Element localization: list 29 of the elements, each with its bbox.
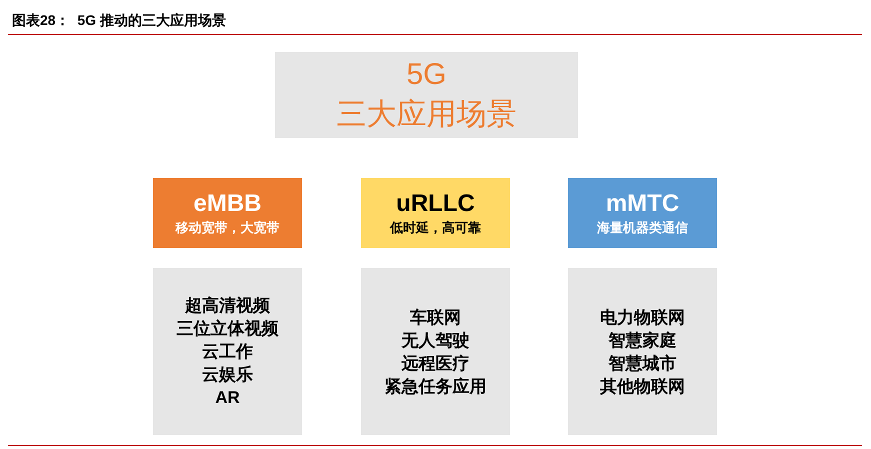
title-box (275, 52, 578, 138)
list-item: 紧急任务应用 (384, 376, 486, 398)
heading-text: mMTC (606, 189, 680, 219)
list-item: 电力物联网 (600, 306, 685, 328)
list-item: 三位立体视频 (176, 318, 278, 340)
subheading-text: 低时延，高可靠 (390, 219, 481, 237)
category-header-box (568, 178, 717, 248)
list-item: 云工作 (202, 341, 253, 363)
list-item: 远程医疗 (402, 352, 470, 374)
list-item: 超高清视频 (185, 295, 270, 317)
list-item: AR (215, 387, 240, 409)
subheading-text: 三大应用场景 (336, 97, 516, 133)
list-item: 智慧家庭 (608, 330, 676, 352)
list-box (153, 268, 302, 435)
heading-text: uRLLC (396, 189, 475, 219)
list-item: 智慧城市 (608, 352, 676, 374)
subheading-text: 海量机器类通信 (597, 219, 688, 237)
list-item: 云娱乐 (202, 364, 253, 386)
category-header-box (153, 178, 302, 248)
list-item: 车联网 (410, 306, 461, 328)
subheading-text: 移动宽带，大宽带 (176, 219, 280, 237)
list-box (568, 268, 717, 435)
list-item: 无人驾驶 (402, 330, 470, 352)
category-header-box (361, 178, 510, 248)
list-box (361, 268, 510, 435)
list-item: 其他物联网 (600, 376, 685, 398)
heading-text: eMBB (193, 189, 262, 219)
heading-text: 5G (406, 57, 447, 93)
title: 图表28： 5G 推动的三大应用场景 (12, 11, 226, 30)
